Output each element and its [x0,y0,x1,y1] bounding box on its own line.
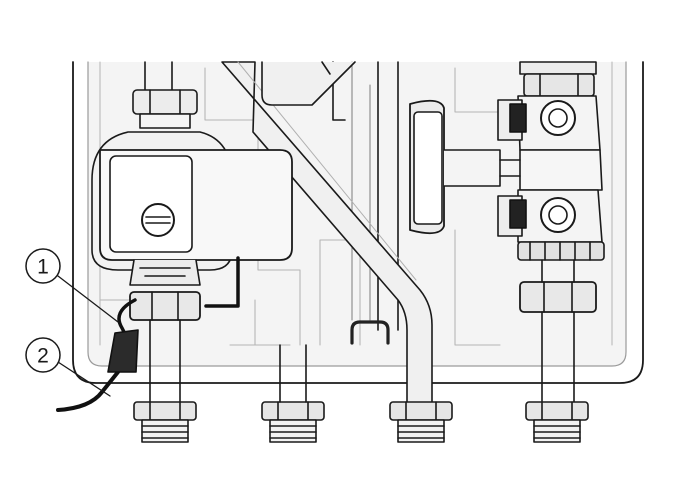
callout-leaders [57,275,119,397]
callout-2: 2 [25,337,61,373]
valve-assembly [497,61,605,403]
callout-1: 1 [25,248,61,284]
circulation-pump [91,89,293,403]
cable-connector [107,329,139,373]
fitting-2 [261,344,325,443]
callout-2-number: 2 [37,345,49,368]
callout-2-leader [57,361,111,397]
fitting-4 [525,401,589,443]
center-bracket [350,320,390,345]
fitting-1 [133,401,197,443]
callout-1-number: 1 [37,256,49,279]
pressure-gauge [409,99,521,235]
pipe-fittings [133,344,589,443]
callout-1-leader [57,275,119,323]
crossing-pipe [261,61,356,106]
fitting-3 [389,401,453,443]
